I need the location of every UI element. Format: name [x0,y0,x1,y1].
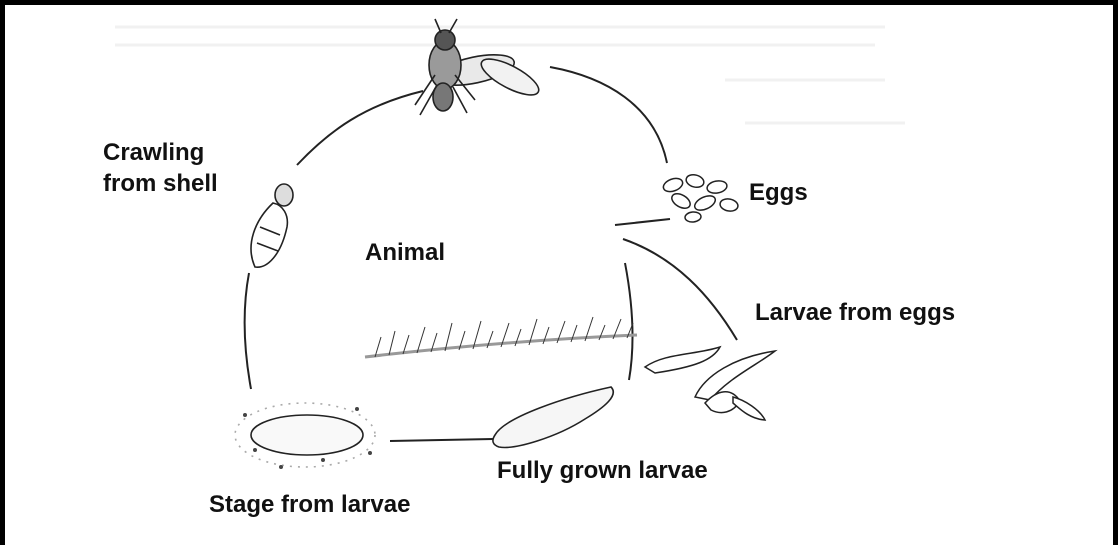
arrow-eggs-to-larvae [615,219,670,225]
stage-label-pupa: Stage from larvae [209,489,410,520]
arrow-eggs-to-larvae-lower [623,239,737,340]
center-label-animal: Animal [365,237,445,268]
larvae-icon [645,347,775,420]
arrow-fully-grown-to-pupa [390,439,493,441]
eggs-icon [662,173,739,223]
stage-label-fully-grown: Fully grown larvae [497,455,708,486]
arrow-crawling-to-fly [297,91,423,165]
emerging-fly-icon [251,184,293,267]
stage-label-eggs: Eggs [749,177,808,208]
grass-icon [365,317,637,357]
stage-label-larvae-from-eggs: Larvae from eggs [755,297,955,328]
arrow-larvae-to-fully-grown [625,263,632,380]
crawling-label-line1: Crawling [103,137,218,168]
housefly-icon [415,19,543,115]
cycle-lines [245,67,737,441]
crawling-label-line2: from shell [103,168,218,199]
arrow-pupa-to-crawling [245,273,251,389]
pupa-icon [235,403,375,469]
stage-label-crawling: Crawling from shell [103,137,218,199]
arrow-fly-to-eggs [550,67,667,163]
fully-grown-larva-icon [493,387,613,447]
